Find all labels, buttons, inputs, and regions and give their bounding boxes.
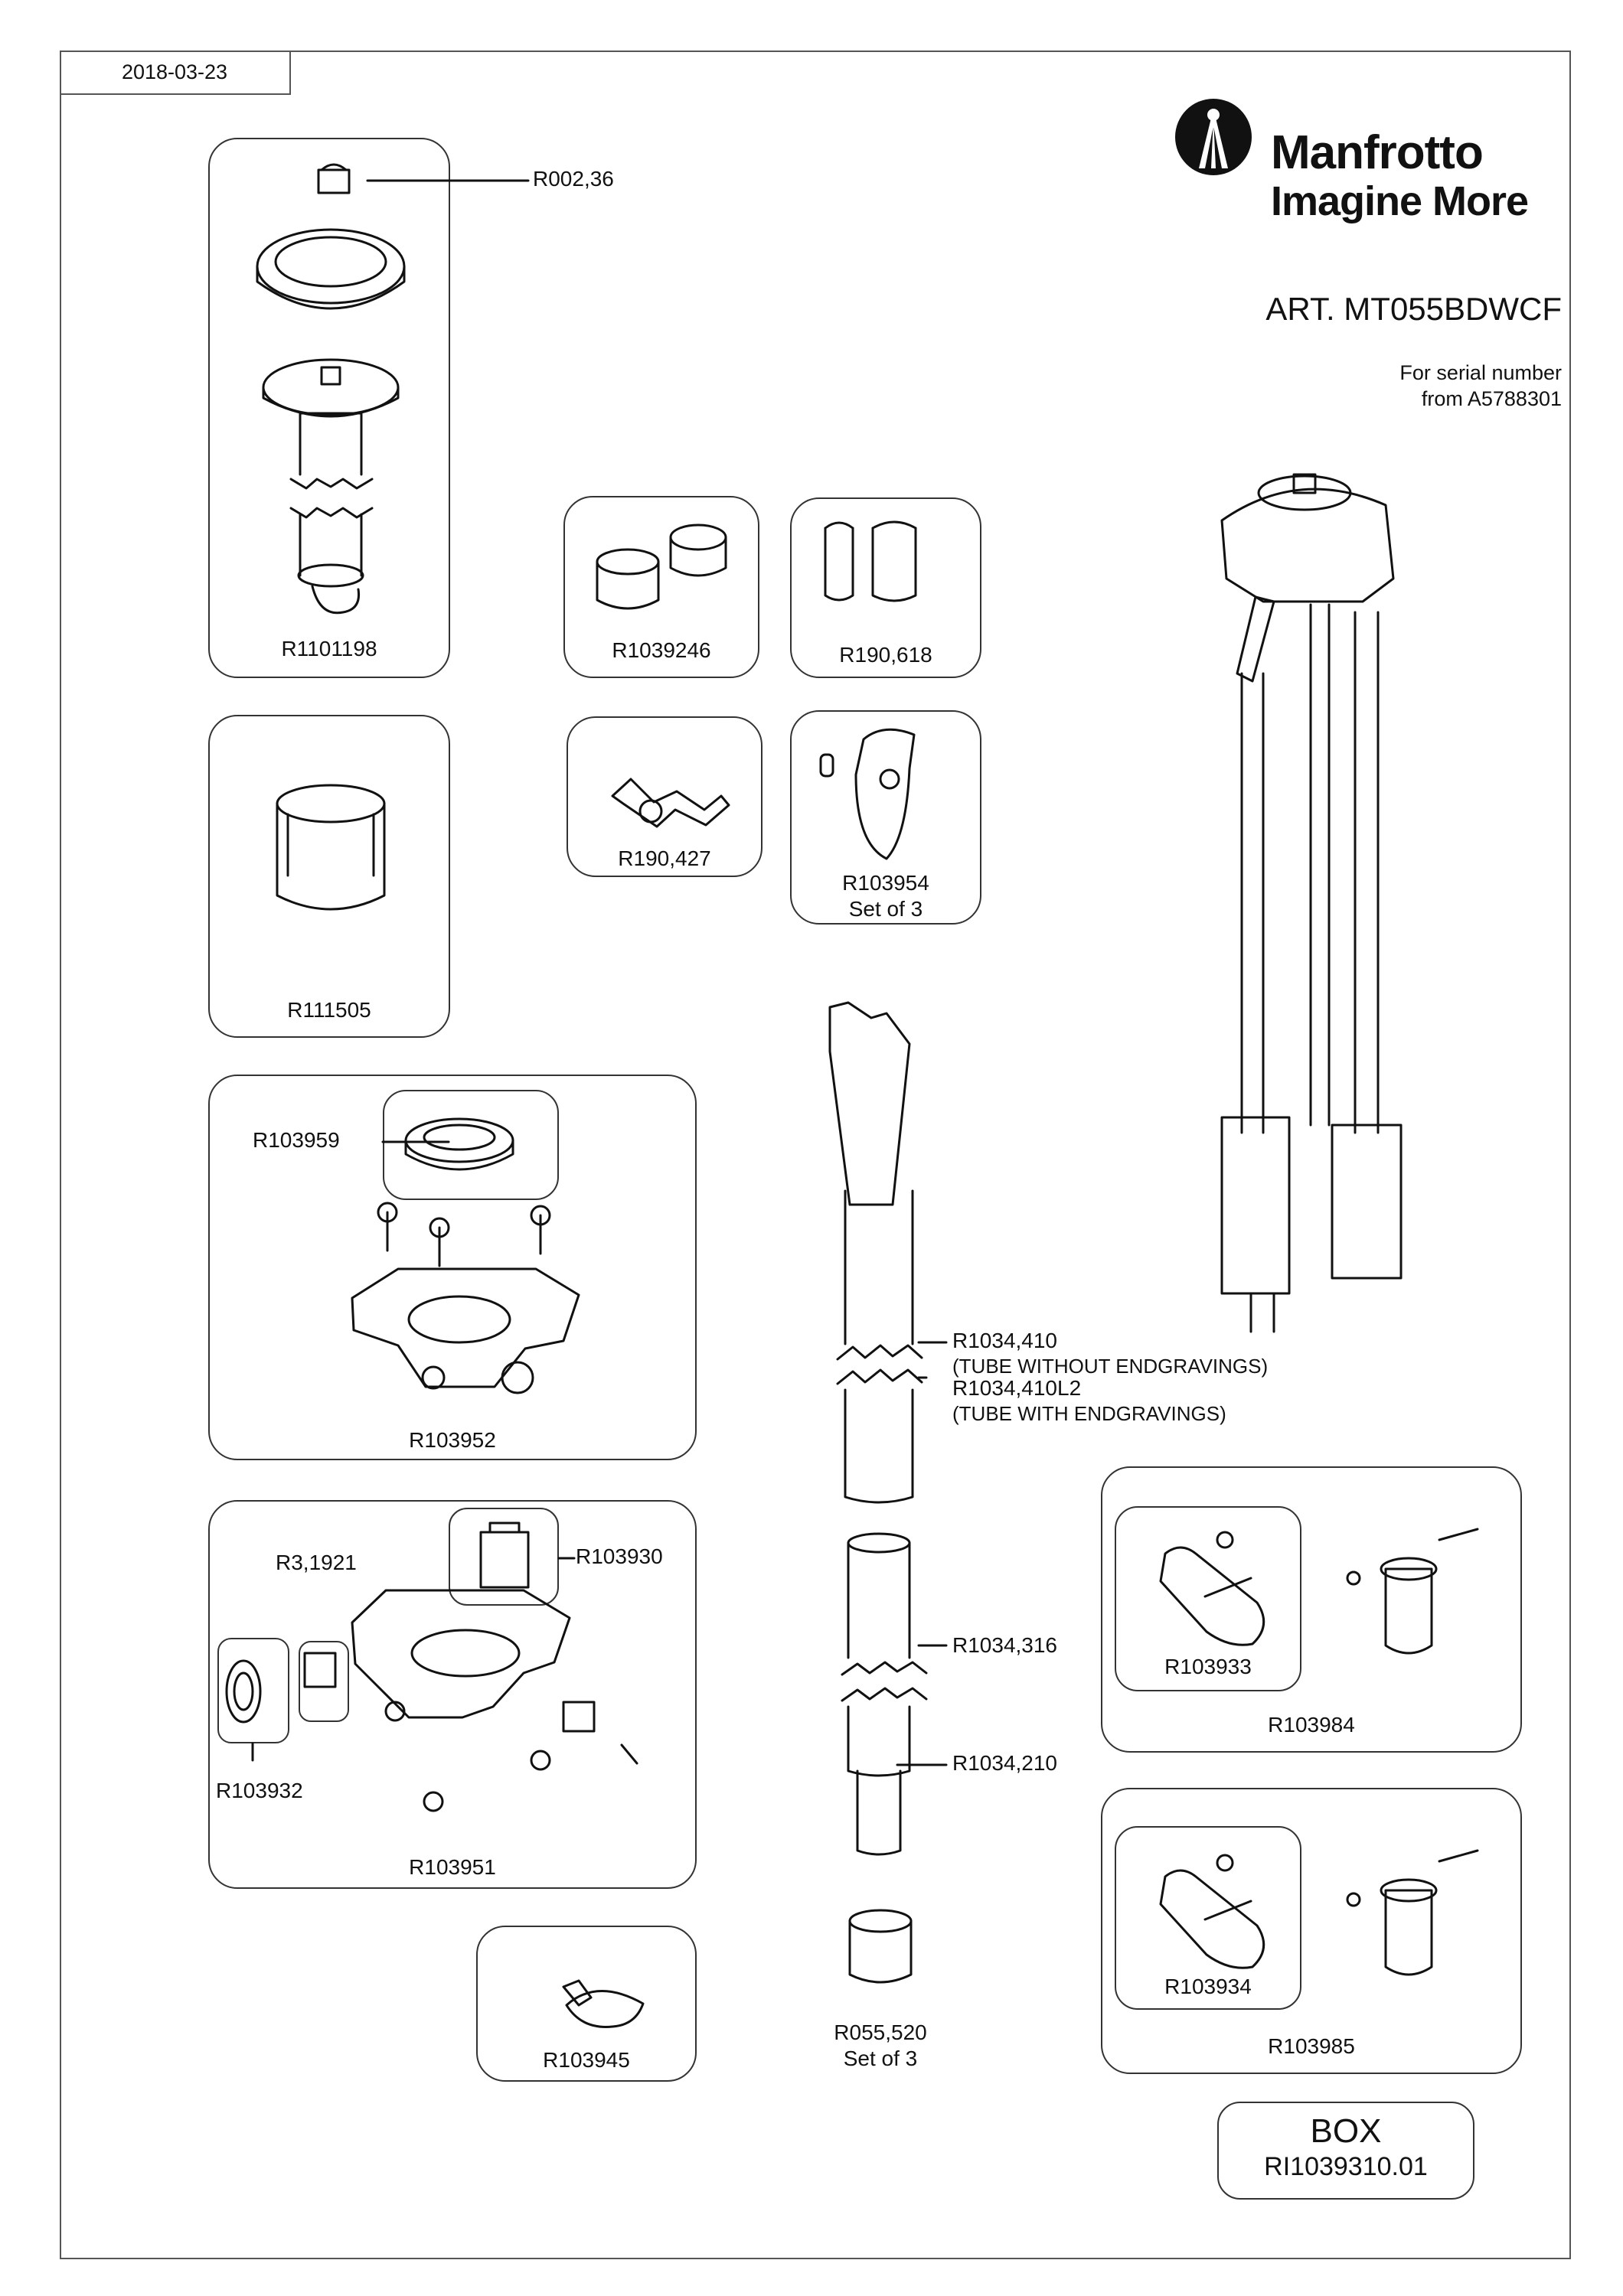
part-label-set-of-3-feet: Set of 3 — [843, 2047, 918, 2070]
wing-knob-icon — [562, 1979, 645, 2028]
spider-ring-icon — [404, 1117, 514, 1171]
column-plate-icon — [262, 358, 400, 615]
part-label-r055-520[interactable]: R055,520 — [834, 2020, 927, 2044]
part-label-r103951[interactable]: R103951 — [409, 1855, 496, 1879]
part-label-r103954[interactable]: R103954 — [842, 871, 929, 895]
serial-line-1: For serial number — [1399, 361, 1562, 384]
part-label-r103985[interactable]: R103985 — [1268, 2034, 1355, 2058]
box-title: BOX — [1310, 2112, 1382, 2150]
part-box-r3-1921[interactable] — [299, 1641, 349, 1722]
part-label-r103932[interactable]: R103932 — [216, 1779, 303, 1802]
box-code: RI1039310.01 — [1264, 2152, 1428, 2181]
part-label-r103952[interactable]: R103952 — [409, 1428, 496, 1452]
flip-lock-clamp-icon — [1346, 1528, 1479, 1655]
part-label-r3-1921[interactable]: R3,1921 — [276, 1551, 357, 1574]
part-label-set-of-3: Set of 3 — [848, 897, 923, 921]
brand-name: Manfrotto — [1271, 126, 1484, 179]
part-box-r103932[interactable] — [217, 1638, 289, 1743]
part-label-r1034-210[interactable]: R1034,210 — [952, 1751, 1058, 1775]
part-label-r111505[interactable]: R111505 — [287, 998, 371, 1022]
date-box: 2018-03-23 — [60, 51, 291, 95]
part-label-r1039246[interactable]: R1039246 — [612, 638, 711, 662]
column-sleeve-icon — [276, 784, 386, 911]
part-label-r103984[interactable]: R103984 — [1268, 1713, 1355, 1737]
brand-block: Manfrotto Imagine More — [1171, 95, 1569, 233]
cap-knob-icon — [317, 163, 351, 194]
leg-lock-lever-icon — [819, 728, 916, 860]
part-label-r190-618[interactable]: R190,618 — [839, 643, 932, 667]
leg-segment-icon — [841, 1532, 928, 1856]
part-label-r103933[interactable]: R103933 — [1164, 1655, 1252, 1678]
flip-lock-lever-icon — [1159, 1854, 1265, 1969]
serial-note: For serial number from A5788301 — [1399, 360, 1562, 412]
bushing-pair-icon — [824, 520, 917, 602]
part-label-r190-427[interactable]: R190,427 — [618, 846, 711, 870]
part-label-r103959[interactable]: R103959 — [253, 1128, 340, 1152]
part-note-r1034-410: (TUBE WITHOUT ENDGRAVINGS) — [952, 1355, 1269, 1378]
assembled-tripod-icon — [1220, 473, 1403, 1333]
flip-lock-clamp-icon — [1346, 1849, 1479, 1976]
part-label-r002-36[interactable]: R002,36 — [533, 167, 614, 191]
part-label-r1034-410[interactable]: R1034,410 — [952, 1329, 1058, 1352]
part-box-r103945[interactable] — [476, 1926, 697, 2082]
box-reference[interactable]: BOX RI1039310.01 — [1217, 2102, 1474, 2200]
rubber-foot-icon — [848, 1909, 913, 1984]
part-box-r190-618[interactable] — [790, 497, 981, 678]
brand-tagline: Imagine More — [1271, 178, 1529, 224]
part-label-r1034-410l2[interactable]: R1034,410L2 — [952, 1376, 1082, 1400]
part-box-center-column[interactable] — [208, 138, 450, 678]
ring-pair-icon — [596, 523, 727, 610]
bracket-clip-icon — [611, 778, 730, 828]
collar-ring-icon — [256, 228, 406, 310]
part-note-r1034-410l2: (TUBE WITH ENDGRAVINGS) — [952, 1402, 1226, 1425]
flip-lock-lever-icon — [1159, 1531, 1265, 1646]
article-number: ART. MT055BDWCF — [1265, 291, 1562, 327]
tripod-base-icon — [225, 1521, 638, 1812]
tripod-spider-icon — [351, 1202, 580, 1394]
part-label-r103945[interactable]: R103945 — [543, 2048, 630, 2072]
part-label-r1101198[interactable]: R1101198 — [281, 637, 377, 660]
serial-line-2: from A5788301 — [1421, 387, 1562, 410]
drawing-frame — [60, 51, 1571, 2259]
leg-tube-icon — [828, 1001, 923, 1504]
part-label-r103930[interactable]: R103930 — [576, 1544, 663, 1568]
part-box-r111505[interactable] — [208, 715, 450, 1038]
part-box-r103959[interactable] — [383, 1090, 559, 1200]
part-box-r103954[interactable] — [790, 710, 981, 925]
manfrotto-logo-icon — [1175, 99, 1252, 175]
part-label-r103934[interactable]: R103934 — [1164, 1975, 1252, 1998]
part-box-r103933[interactable] — [1115, 1506, 1301, 1691]
part-label-r1034-316[interactable]: R1034,316 — [952, 1633, 1058, 1657]
